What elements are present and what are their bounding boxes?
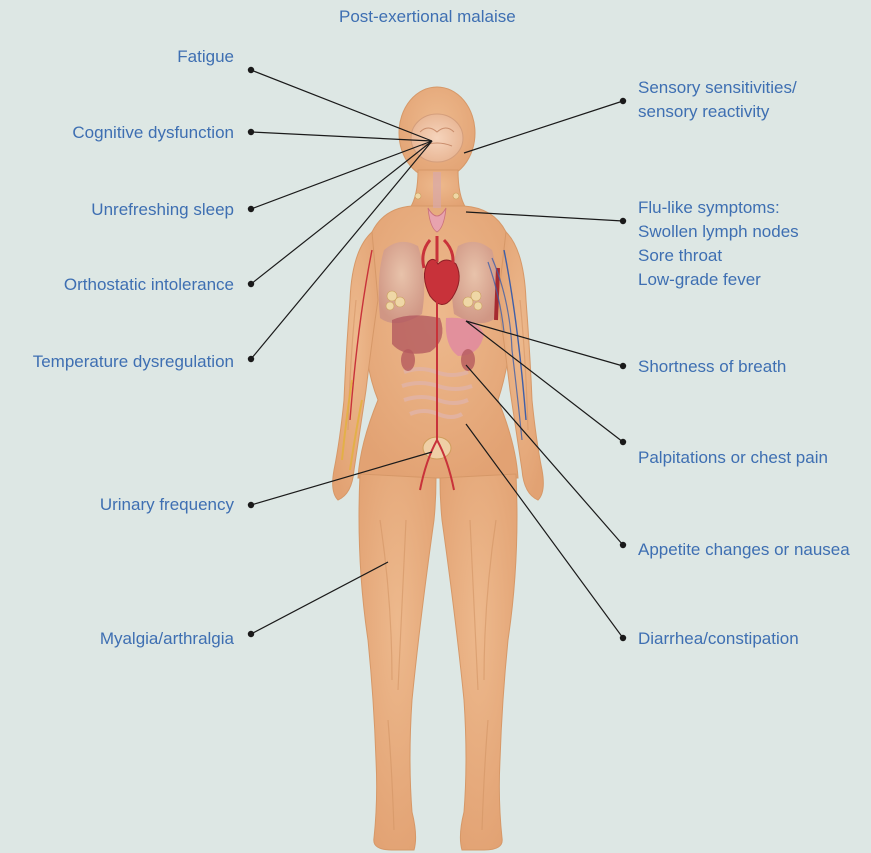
label-flu-like-symptoms: Flu-like symptoms: Swollen lymph nodes S… — [638, 196, 799, 292]
label-unrefreshing-sleep: Unrefreshing sleep — [91, 198, 234, 222]
label-temperature-dysregulation: Temperature dysregulation — [33, 350, 234, 374]
label-flu-line-1: Flu-like symptoms: — [638, 196, 799, 220]
label-flu-line-2: Swollen lymph nodes — [638, 220, 799, 244]
label-shortness-of-breath: Shortness of breath — [638, 355, 786, 379]
label-flu-line-4: Low-grade fever — [638, 268, 799, 292]
label-sensory-line-2: sensory reactivity — [638, 100, 797, 124]
label-myalgia-arthralgia: Myalgia/arthralgia — [100, 627, 234, 651]
label-sensory-sensitivities: Sensory sensitivities/ sensory reactivit… — [638, 76, 797, 124]
label-fatigue: Fatigue — [177, 45, 234, 69]
label-diarrhea-constipation: Diarrhea/constipation — [638, 627, 799, 651]
label-urinary-frequency: Urinary frequency — [100, 493, 234, 517]
label-orthostatic-intolerance: Orthostatic intolerance — [64, 273, 234, 297]
label-sensory-line-1: Sensory sensitivities/ — [638, 76, 797, 100]
label-appetite-changes: Appetite changes or nausea — [638, 538, 850, 562]
diagram-title: Post-exertional malaise — [339, 5, 516, 29]
label-palpitations: Palpitations or chest pain — [638, 446, 828, 470]
left-lung — [379, 242, 425, 323]
liver-organ — [392, 315, 442, 353]
brain-organ — [411, 114, 463, 162]
label-cognitive-dysfunction: Cognitive dysfunction — [72, 121, 234, 145]
label-flu-line-3: Sore throat — [638, 244, 799, 268]
